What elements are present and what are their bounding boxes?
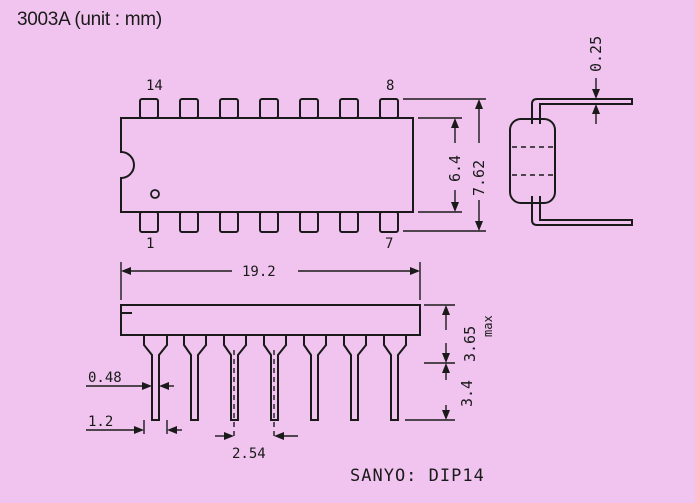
- pin-14-label: 14: [146, 78, 163, 94]
- side-lead-bottom: [531, 196, 633, 226]
- package-body-front: [120, 304, 421, 336]
- package-type-label: SANYO: DIP14: [350, 466, 485, 486]
- dim-lead-width: 0.48: [88, 370, 122, 386]
- top-view: 14 8 1 7 6.4 7.62: [120, 78, 488, 252]
- pin-8-label: 8: [386, 78, 394, 94]
- drawing-title: 3003A (unit : mm): [17, 9, 162, 30]
- side-view: 0.25: [509, 36, 633, 226]
- dim-lead-shoulder: 1.2: [88, 414, 113, 430]
- top-pin-row: [139, 98, 399, 119]
- pin-1-label: 1: [146, 236, 154, 252]
- dim-height-max-note: max: [481, 315, 495, 337]
- dim-lead-thickness: 0.25: [587, 36, 605, 72]
- dim-package-height: 3.65: [461, 326, 479, 362]
- front-view: 19.2 0.48 1.2: [86, 262, 495, 462]
- dim-lead-pitch: 2.54: [232, 446, 266, 462]
- side-body: [509, 118, 556, 204]
- package-body-top: [120, 117, 414, 213]
- pin-7-label: 7: [385, 236, 393, 252]
- dim-lead-length: 3.4: [458, 380, 476, 407]
- dim-body-width: 6.4: [446, 155, 464, 182]
- bottom-pin-row: [139, 211, 399, 233]
- side-lead-top: [531, 98, 633, 124]
- dim-pin-row-spacing: 7.62: [470, 160, 488, 196]
- front-lead-row: [143, 335, 407, 421]
- dim-package-length: 19.2: [242, 264, 276, 280]
- pin1-marker-dot: [150, 189, 160, 199]
